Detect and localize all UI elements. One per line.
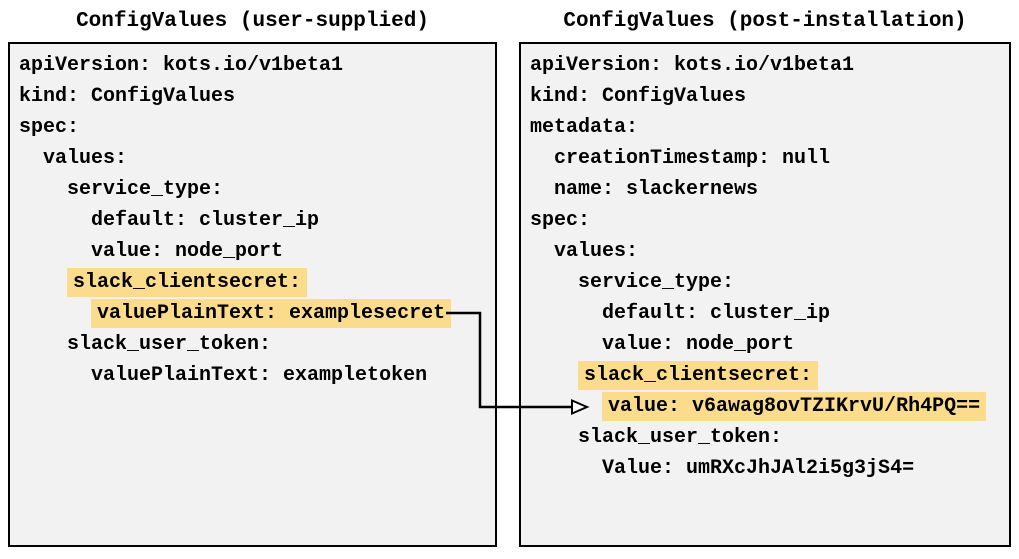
- code-line: apiVersion: kots.io/v1beta1: [19, 50, 491, 81]
- code-text: slack_user_token:: [578, 426, 783, 449]
- left-panel-title: ConfigValues (user-supplied): [76, 10, 429, 33]
- code-text: value: node_port: [91, 240, 284, 263]
- code-line: value: node_port: [19, 236, 491, 267]
- code-line: default: cluster_ip: [530, 298, 1005, 329]
- code-text: metadata:: [530, 116, 639, 139]
- code-line: default: cluster_ip: [19, 205, 491, 236]
- code-line: kind: ConfigValues: [530, 81, 1005, 112]
- code-text: valuePlainText: exampletoken: [91, 364, 428, 387]
- code-text: values:: [43, 147, 128, 170]
- code-text: kind: ConfigValues: [530, 85, 747, 108]
- code-text: slack_user_token:: [67, 333, 272, 356]
- right-code-box: apiVersion: kots.io/v1beta1 kind: ConfigV…: [519, 42, 1011, 547]
- code-text: Value: umRXcJhJAl2i5g3jS4=: [602, 457, 915, 480]
- code-line: Value: umRXcJhJAl2i5g3jS4=: [530, 453, 1005, 484]
- code-line: values:: [19, 143, 491, 174]
- code-line: name: slackernews: [530, 174, 1005, 205]
- code-text: name: slackernews: [554, 178, 759, 201]
- code-line: slack_clientsecret:: [530, 360, 1005, 391]
- code-text: creationTimestamp: null: [554, 147, 831, 170]
- code-text: kind: ConfigValues: [19, 85, 236, 108]
- code-line: value: v6awag8ovTZIKrvU/Rh4PQ==: [530, 391, 1005, 422]
- code-line: kind: ConfigValues: [19, 81, 491, 112]
- code-line: service_type:: [19, 174, 491, 205]
- code-text: value: node_port: [602, 333, 795, 356]
- code-text: service_type:: [578, 271, 735, 294]
- highlighted-code-text: valuePlainText: examplesecret: [91, 299, 452, 328]
- code-text: spec:: [19, 116, 80, 139]
- code-line: valuePlainText: examplesecret: [19, 298, 491, 329]
- highlighted-code-text: slack_clientsecret:: [578, 361, 819, 390]
- code-text: spec:: [530, 209, 591, 232]
- code-text: default: cluster_ip: [602, 302, 831, 325]
- code-text: apiVersion: kots.io/v1beta1: [19, 54, 344, 77]
- code-text: service_type:: [67, 178, 224, 201]
- code-line: valuePlainText: exampletoken: [19, 360, 491, 391]
- code-line: slack_clientsecret:: [19, 267, 491, 298]
- code-line: creationTimestamp: null: [530, 143, 1005, 174]
- code-line: service_type:: [530, 267, 1005, 298]
- code-text: apiVersion: kots.io/v1beta1: [530, 54, 855, 77]
- code-line: slack_user_token:: [19, 329, 491, 360]
- code-line: metadata:: [530, 112, 1005, 143]
- code-line: slack_user_token:: [530, 422, 1005, 453]
- highlighted-code-text: slack_clientsecret:: [67, 268, 308, 297]
- left-code-box: apiVersion: kots.io/v1beta1 kind: ConfigV…: [8, 42, 497, 547]
- right-panel-title: ConfigValues (post-installation): [563, 10, 967, 33]
- code-line: values:: [530, 236, 1005, 267]
- code-line: value: node_port: [530, 329, 1005, 360]
- code-line: spec:: [19, 112, 491, 143]
- code-line: spec:: [530, 205, 1005, 236]
- code-text: default: cluster_ip: [91, 209, 320, 232]
- code-line: apiVersion: kots.io/v1beta1: [530, 50, 1005, 81]
- highlighted-code-text: value: v6awag8ovTZIKrvU/Rh4PQ==: [602, 392, 987, 421]
- code-text: values:: [554, 240, 639, 263]
